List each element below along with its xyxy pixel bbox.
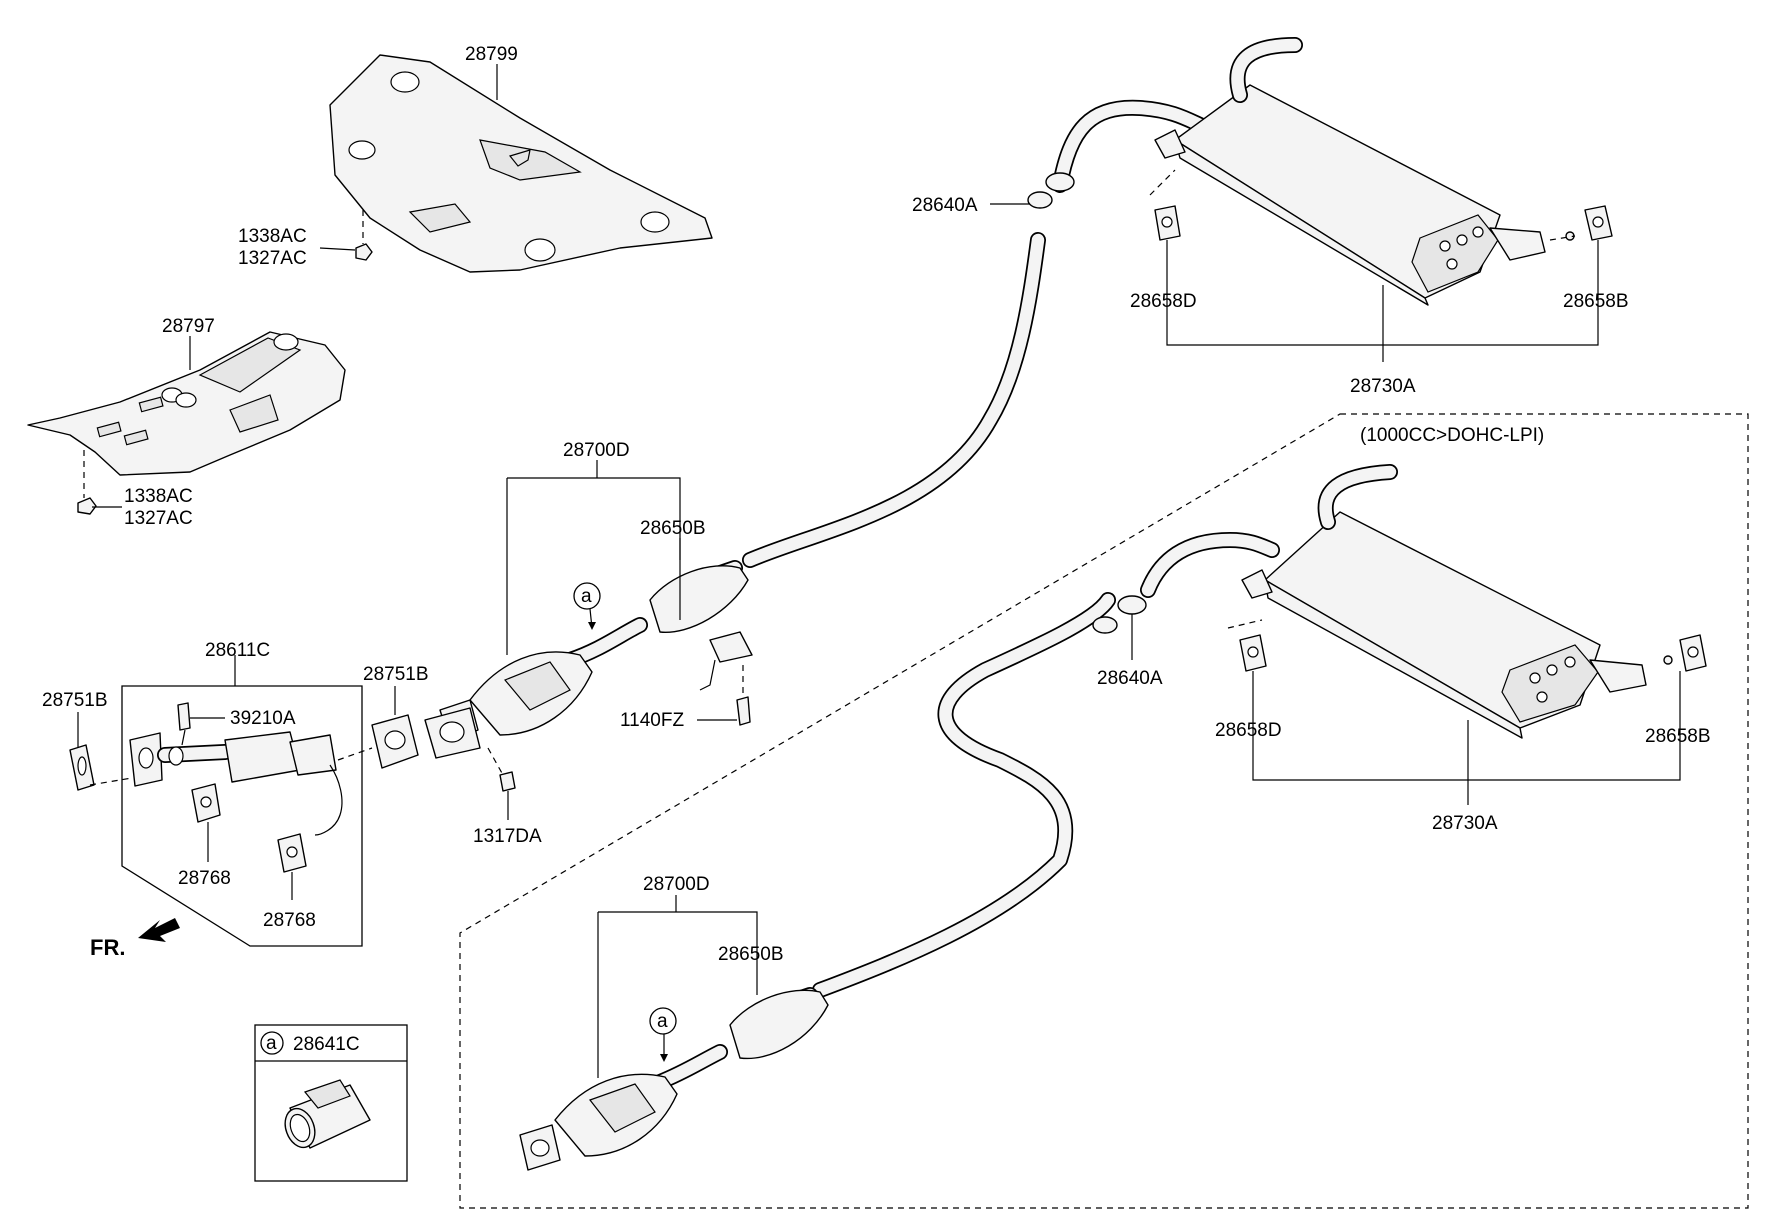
pipe-clamp-28641c[interactable]	[280, 1079, 371, 1152]
label-28650b-upper: 28650B	[640, 518, 706, 539]
label-28700d-upper: 28700D	[563, 440, 630, 461]
assembly-box-28611c	[121, 685, 363, 947]
bracket-1140fz[interactable]	[699, 631, 753, 726]
label-1327ac-lower: 1327AC	[124, 508, 193, 529]
catalytic-converter-upper[interactable]	[439, 560, 749, 743]
callout-circle-icon: a	[649, 1007, 677, 1062]
label-1140fz: 1140FZ	[620, 710, 684, 731]
gasket-28751b-left[interactable]	[69, 744, 95, 791]
label-39210a: 39210A	[230, 708, 296, 729]
callout-circle-icon: a	[573, 582, 601, 630]
label-1317da: 1317DA	[473, 826, 542, 847]
label-28658d-upper: 28658D	[1130, 291, 1197, 312]
label-28658b-upper: 28658B	[1563, 291, 1629, 312]
front-muffler-28611c[interactable]	[129, 731, 337, 787]
gasket-28751b-right[interactable]	[371, 714, 419, 769]
label-28799: 28799	[465, 44, 518, 65]
callout-a-upper: a	[581, 586, 592, 607]
callout-circle-icon: a	[260, 1031, 284, 1055]
label-28768-b: 28768	[263, 910, 316, 931]
hanger-28768-a[interactable]	[191, 783, 221, 823]
heat-protector-28797[interactable]	[27, 331, 346, 476]
center-pipe-lower[interactable]	[812, 592, 1116, 998]
label-28730a-upper: 28730A	[1350, 376, 1416, 397]
gasket-28640a-upper[interactable]	[1027, 172, 1075, 209]
label-28650b-lower: 28650B	[718, 944, 784, 965]
label-28730a-lower: 28730A	[1432, 813, 1498, 834]
label-28658d-lower: 28658D	[1215, 720, 1282, 741]
variant-label: (1000CC>DOHC-LPI)	[1360, 425, 1544, 446]
hanger-28658b-upper[interactable]	[1549, 205, 1613, 241]
center-pipe-upper[interactable]	[742, 232, 1046, 568]
label-28751b-right: 28751B	[363, 664, 429, 685]
flange-front-pipe[interactable]	[424, 707, 481, 759]
legend-box-28641c	[254, 1024, 408, 1182]
label-28640a-upper: 28640A	[912, 195, 978, 216]
hanger-28658b-lower[interactable]	[1663, 634, 1707, 672]
label-28658b-lower: 28658B	[1645, 726, 1711, 747]
label-28640a-lower: 28640A	[1097, 668, 1163, 689]
gasket-28640a-lower[interactable]	[1092, 595, 1147, 634]
hanger-28658d-lower[interactable]	[1227, 619, 1267, 672]
label-28751b-left: 28751B	[42, 690, 108, 711]
front-direction-arrow-icon: FR.	[90, 918, 180, 960]
main-muffler-upper[interactable]	[1154, 37, 1546, 306]
catalytic-converter-lower[interactable]	[519, 987, 829, 1171]
nut-1338ac-upper[interactable]	[355, 210, 373, 261]
nut-1317da[interactable]	[487, 747, 516, 792]
label-1338ac-upper: 1338AC	[238, 226, 307, 247]
main-muffler-lower[interactable]	[1241, 464, 1647, 739]
label-28797: 28797	[162, 316, 215, 337]
label-1338ac-lower: 1338AC	[124, 486, 193, 507]
label-1327ac-upper: 1327AC	[238, 248, 307, 269]
legend-callout-a: a	[266, 1033, 277, 1054]
nut-1338ac-lower[interactable]	[77, 450, 97, 515]
oxygen-sensor-39210a[interactable]	[177, 702, 343, 836]
hanger-28658d-upper[interactable]	[1149, 169, 1181, 241]
heat-protector-28799[interactable]	[329, 54, 713, 273]
label-28768-a: 28768	[178, 868, 231, 889]
hanger-28768-b[interactable]	[277, 833, 307, 873]
label-28611c: 28611C	[205, 640, 270, 661]
front-label: FR.	[90, 935, 125, 960]
callout-a-lower: a	[657, 1011, 668, 1032]
muffler-inlet-pipe-lower[interactable]	[1140, 532, 1280, 598]
label-28700d-lower: 28700D	[643, 874, 710, 895]
muffler-inlet-pipe-upper[interactable]	[1052, 99, 1208, 193]
label-28641c: 28641C	[293, 1034, 360, 1055]
